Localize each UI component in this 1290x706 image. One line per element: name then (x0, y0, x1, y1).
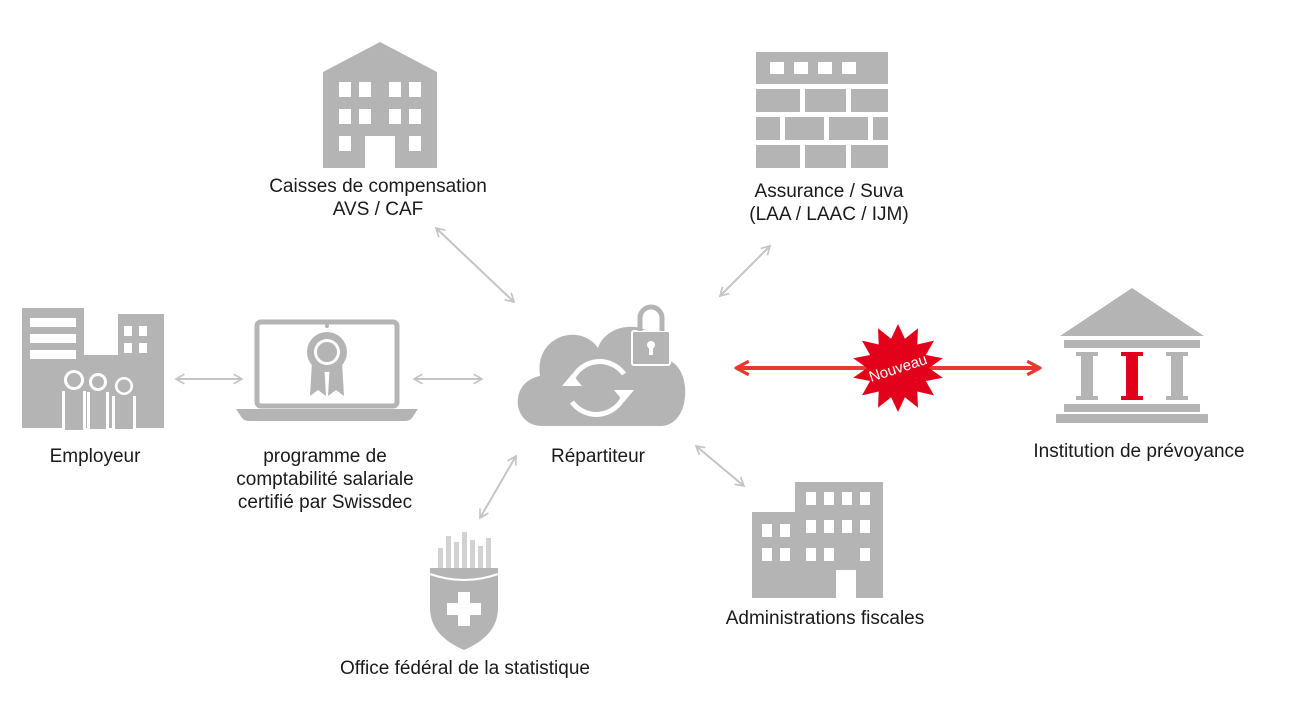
connector-compensation-distributor (434, 226, 516, 304)
swiss-shield-chart-icon (429, 532, 499, 650)
secure-cloud-icon (517, 304, 686, 426)
pension-institution-icon (1056, 288, 1208, 423)
employer-label: Employeur (49, 446, 141, 467)
brick-building-icon (756, 52, 888, 168)
compensation-funds-label: Caisses de compensation AVS / CAF (269, 176, 487, 220)
pension-institution-label: Institution de prévoyance (1033, 441, 1245, 462)
insurance-label: Assurance / Suva (LAA / LAAC / IJM) (749, 181, 909, 225)
distributor-label: Répartiteur (551, 446, 645, 467)
connector-distributor-tax (694, 444, 746, 488)
tax-building-icon (752, 482, 883, 598)
employer-building-icon (22, 308, 164, 431)
office-building-icon (323, 42, 437, 168)
certified-laptop-icon (236, 319, 418, 421)
connector-insurance-distributor (718, 244, 772, 298)
payroll-software-label: programme de comptabilité salariale cert… (236, 446, 414, 513)
tax-administrations-label: Administrations fiscales (725, 608, 925, 629)
new-badge: Nouveau (853, 324, 943, 412)
connector-distributor-statistics (479, 454, 517, 520)
statistics-office-label: Office fédéral de la statistique (340, 658, 590, 679)
